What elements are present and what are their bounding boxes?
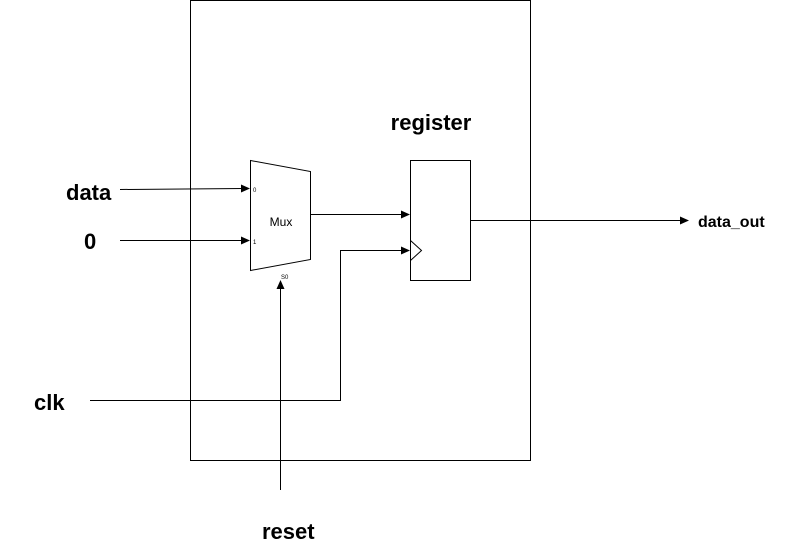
clk-arrow — [401, 246, 410, 255]
clock-input-symbol — [410, 240, 423, 261]
mux-pin-1-label: 1 — [253, 240, 257, 246]
mux-block — [250, 159, 311, 272]
mux-output-arrow — [401, 210, 410, 219]
module-boundary — [190, 0, 531, 461]
mux-pin-0-label: 0 — [253, 188, 257, 194]
mux-select-pin-label: S0 — [281, 275, 289, 281]
reset-arrow — [276, 280, 285, 289]
clk-wire — [90, 250, 403, 401]
data-input-label: data — [66, 180, 112, 205]
zero-input-label: 0 — [84, 229, 96, 254]
data-out-label: data_out — [698, 214, 765, 231]
mux-label: Mux — [270, 215, 293, 229]
register-block — [410, 160, 471, 281]
data-input-arrow — [241, 184, 250, 193]
data-input-wire — [119, 188, 244, 190]
zero-input-arrow — [241, 236, 250, 245]
reset-input-label: reset — [262, 519, 315, 544]
data-out-arrow — [680, 216, 689, 225]
clk-input-label: clk — [34, 390, 65, 415]
module-title: register — [391, 110, 472, 135]
